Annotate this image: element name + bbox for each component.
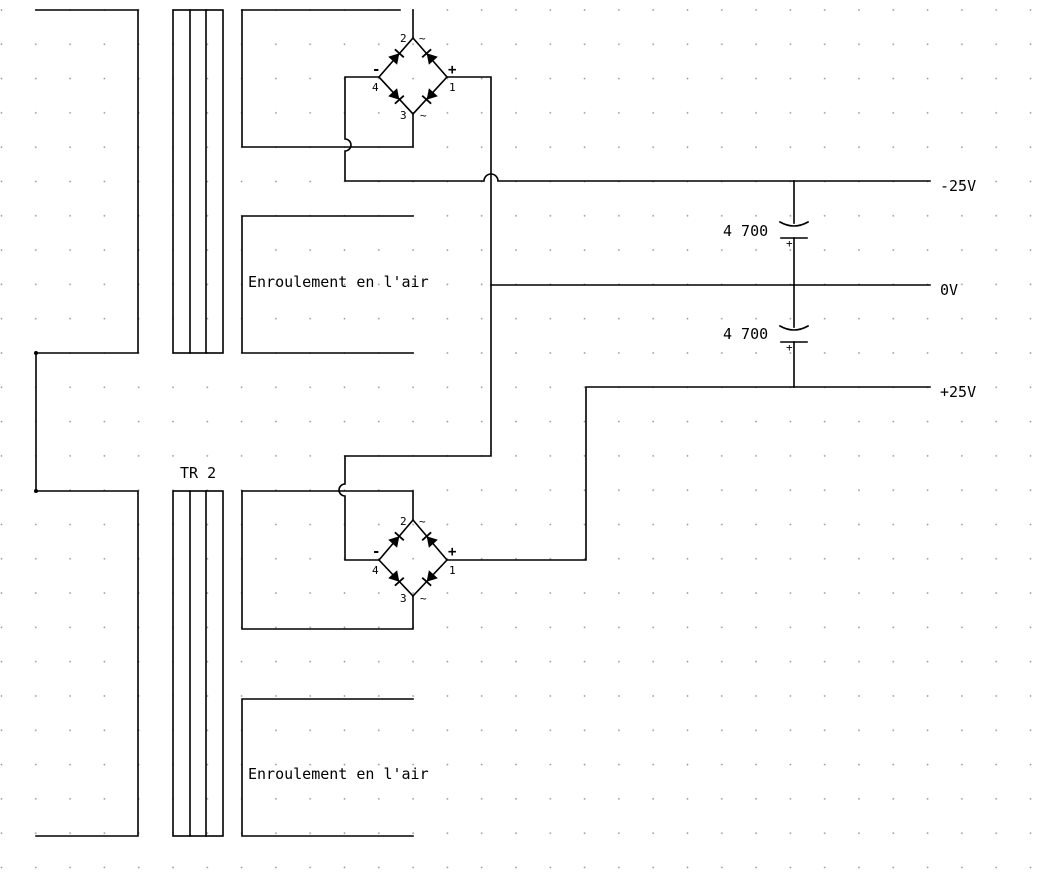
rail-zero-label: 0V xyxy=(940,281,958,299)
bridge-top-ac-1: ~ xyxy=(419,32,426,45)
primary-winding-left xyxy=(34,9,139,837)
bridge-top-wiring xyxy=(338,76,931,561)
secondary-winding-3 xyxy=(241,490,414,630)
cap-bottom-plus: + xyxy=(786,341,793,354)
cap-top-plus: + xyxy=(786,237,793,250)
rail-pos-label: +25V xyxy=(940,383,976,401)
secondary-winding-4-open xyxy=(241,698,414,837)
bridge-bottom-ac-1: ~ xyxy=(419,515,426,528)
bridge-top-ac-2: ~ xyxy=(420,109,427,122)
capacitor-bottom: + xyxy=(778,284,810,388)
cap-top-label: 4 700 xyxy=(723,222,768,240)
secondary-winding-1 xyxy=(241,9,414,148)
cap-bottom-label: 4 700 xyxy=(723,325,768,343)
winding-bottom-label: Enroulement en l'air xyxy=(248,765,429,783)
bridge-rectifier-bottom: 2 ~ 1 + 4 - 3 ~ xyxy=(372,515,456,605)
transformer-label: TR 2 xyxy=(180,464,216,482)
bridge-bottom-pin-4: 4 xyxy=(372,564,379,577)
bridge-bottom-plus: + xyxy=(448,544,456,560)
winding-top-label: Enroulement en l'air xyxy=(248,273,429,291)
transformer-core-bottom xyxy=(172,490,224,837)
rail-neg-label: -25V xyxy=(940,177,976,195)
secondary-winding-2-open xyxy=(241,215,414,354)
transformer-core-top xyxy=(172,9,224,354)
bridge-bottom-pin-3: 3 xyxy=(400,592,407,605)
bridge-top-minus: - xyxy=(372,62,380,78)
bridge-bottom-minus: - xyxy=(372,544,380,560)
bridge-bottom-wiring xyxy=(446,386,931,561)
bridge-rectifier-top: 2 ~ 1 + 4 - 3 ~ xyxy=(372,9,456,122)
bridge-top-pin-1: 1 xyxy=(449,81,456,94)
bridge-top-pin-2: 2 xyxy=(400,32,407,45)
bridge-bottom-pin-2: 2 xyxy=(400,515,407,528)
bridge-top-pin-4: 4 xyxy=(372,81,379,94)
capacitor-top: + xyxy=(778,180,810,286)
bridge-top-plus: + xyxy=(448,62,456,78)
bridge-bottom-ac-2: ~ xyxy=(420,592,427,605)
bridge-bottom-pin-1: 1 xyxy=(449,564,456,577)
bridge-top-pin-3: 3 xyxy=(400,109,407,122)
